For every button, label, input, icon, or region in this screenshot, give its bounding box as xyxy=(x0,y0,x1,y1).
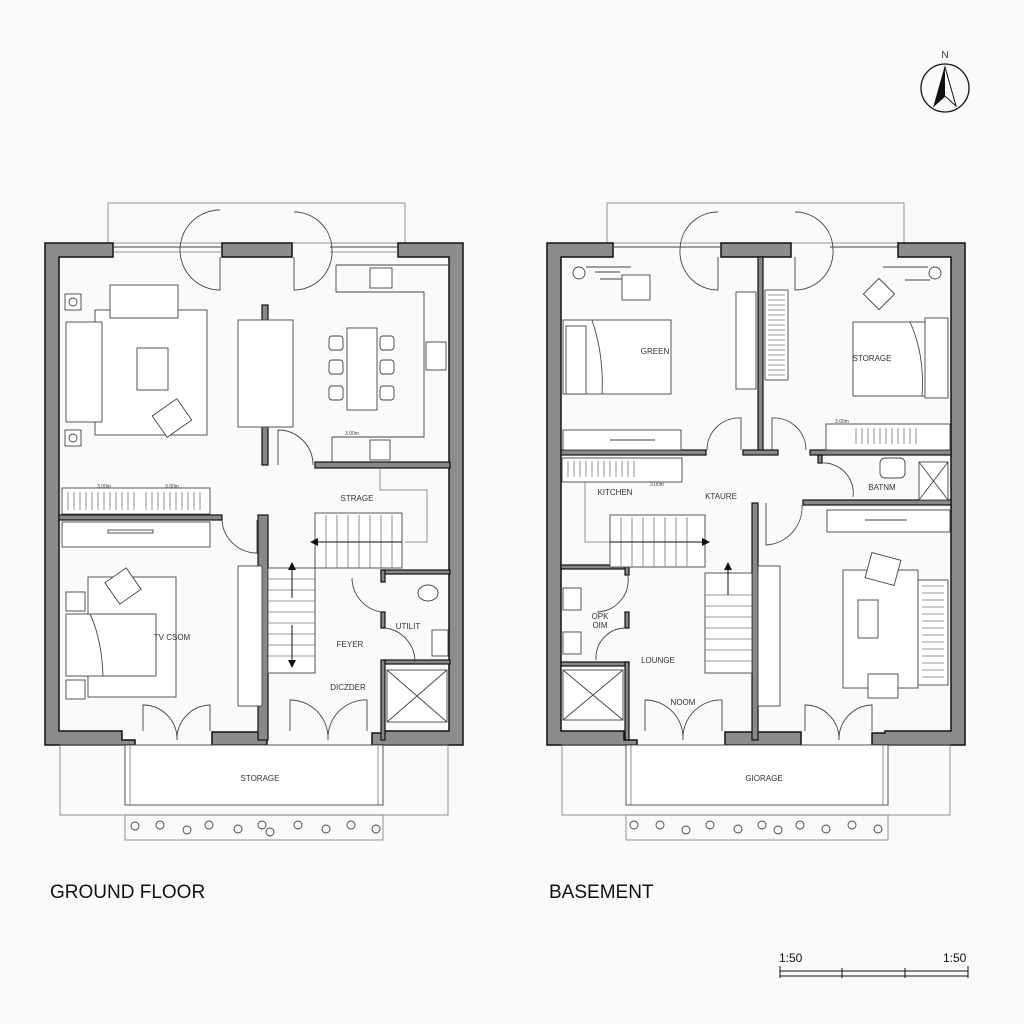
room-label: TV CSOM xyxy=(154,633,191,642)
sofa xyxy=(109,284,179,319)
interior-wall xyxy=(757,256,764,453)
tv-unit xyxy=(237,319,294,428)
room-label: OIM xyxy=(592,621,607,630)
armchair xyxy=(151,398,193,438)
ground-floor-plan: 3.00m 3.00m 3.00m STRAGE TV CSOM xyxy=(44,202,464,903)
scale-label-right: 1:50 xyxy=(943,951,967,965)
basin xyxy=(879,457,906,479)
interior-wall xyxy=(751,502,759,741)
svg-text:3.00m: 3.00m xyxy=(97,484,111,490)
svg-text:3.00m: 3.00m xyxy=(835,419,849,425)
interior-wall xyxy=(380,569,451,575)
wardrobe xyxy=(825,423,951,451)
wardrobe xyxy=(917,579,949,686)
room-label: GREEN xyxy=(641,347,670,356)
interior-wall xyxy=(58,514,223,521)
dining-table xyxy=(346,327,378,411)
room-label: KTAURE xyxy=(705,492,737,501)
top-terrace xyxy=(606,202,905,244)
coffee-table xyxy=(136,347,169,391)
north-label: N xyxy=(941,50,948,61)
top-terrace xyxy=(107,202,406,244)
planter xyxy=(625,814,889,841)
north-arrow-icon: N xyxy=(920,50,970,113)
armchair xyxy=(864,552,902,586)
armchair xyxy=(867,673,899,699)
room-label: UTILIT xyxy=(396,622,421,631)
room-label: NOOM xyxy=(671,698,696,707)
armchair xyxy=(621,274,651,301)
plants xyxy=(629,820,883,835)
exterior-wall xyxy=(221,242,293,258)
basement-title: BASEMENT xyxy=(549,882,654,903)
svg-text:3.00m: 3.00m xyxy=(345,431,359,437)
room-label: DICZDER xyxy=(330,683,366,692)
svg-text:3.00m: 3.00m xyxy=(165,484,179,490)
interior-wall xyxy=(560,449,707,456)
sofa xyxy=(65,321,103,423)
room-label: KITCHEN xyxy=(597,488,632,497)
interior-wall xyxy=(314,461,451,469)
scale-bar: 1:50 1:50 xyxy=(779,951,969,978)
staircase xyxy=(267,512,403,674)
basin xyxy=(431,629,449,657)
planter xyxy=(124,814,384,841)
exterior-wall xyxy=(724,731,802,746)
room-label: BATNM xyxy=(868,483,896,492)
room-label: STORAGE xyxy=(241,774,280,783)
interior-wall xyxy=(384,659,451,665)
bed xyxy=(65,613,157,677)
scale-label-left: 1:50 xyxy=(779,951,803,965)
basement-plan: GREEN 3.00m STORAGE 3.00m KITCHEN KTAURE… xyxy=(546,202,966,903)
room-label: GIORAGE xyxy=(745,774,782,783)
svg-text:3.00m: 3.00m xyxy=(650,482,664,488)
room-label: STORAGE xyxy=(853,354,892,363)
ground-floor-title: GROUND FLOOR xyxy=(50,882,205,903)
exterior-wall xyxy=(720,242,792,258)
door-swing xyxy=(293,211,333,291)
exterior-wall xyxy=(871,242,966,746)
toilet xyxy=(417,584,439,602)
staircase xyxy=(609,514,753,674)
room-label: STRAGE xyxy=(341,494,374,503)
sink xyxy=(369,267,393,289)
rug xyxy=(842,569,919,689)
room-label: LOUNGE xyxy=(641,656,675,665)
wardrobe xyxy=(61,487,211,515)
room-label: OPK xyxy=(592,612,610,621)
plants xyxy=(130,820,381,837)
door-swing xyxy=(179,209,221,291)
coffee-table xyxy=(857,599,879,639)
room-label: FEYER xyxy=(337,640,364,649)
